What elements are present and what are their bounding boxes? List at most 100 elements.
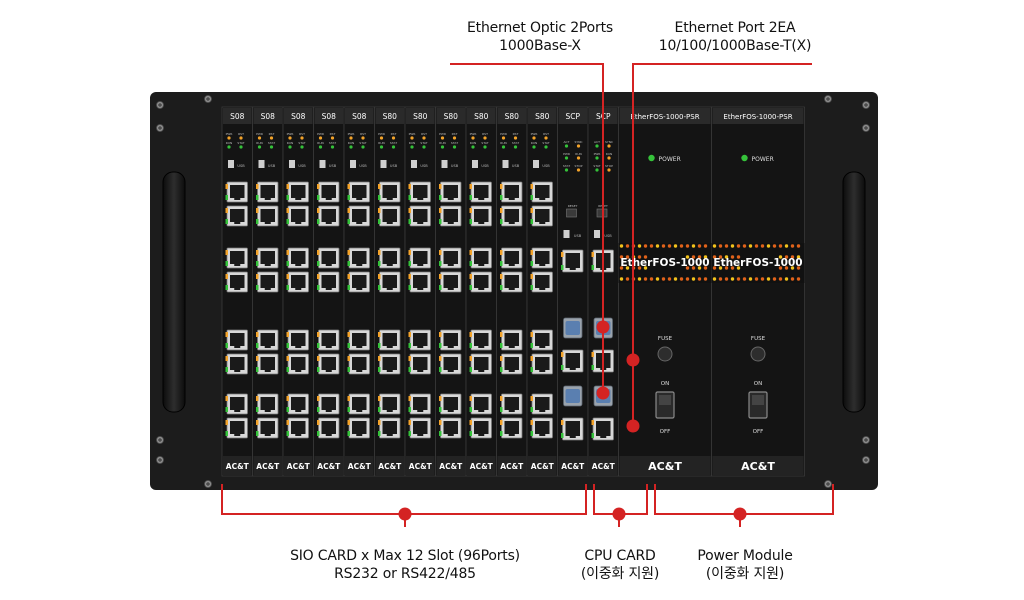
led-label: STAT (512, 141, 519, 145)
usb-label: USB (451, 164, 459, 168)
rj45-port (225, 205, 248, 227)
led-label: STAT (359, 141, 366, 145)
callout-dot (398, 507, 412, 521)
led-label: RST (543, 132, 549, 136)
rj45-port (256, 271, 279, 293)
rj45-port (286, 329, 309, 351)
slot-label: S80 (535, 112, 550, 121)
rj45-port (347, 329, 370, 351)
status-led (379, 145, 384, 149)
rj45-port (439, 271, 462, 293)
led-label: PWR (317, 132, 324, 136)
usb-port (289, 160, 295, 168)
usb-port (350, 160, 356, 168)
rj45-port (530, 393, 553, 415)
status-led (300, 145, 304, 149)
brand-logo: AC&T (741, 460, 775, 473)
status-led (607, 168, 611, 172)
rj45-port (378, 247, 401, 269)
rj45-port (500, 393, 523, 415)
led-label: STAT (329, 141, 336, 145)
slot-label: S80 (474, 112, 489, 121)
fuse-holder (657, 346, 673, 362)
usb-label: USB (329, 164, 337, 168)
leader-line (632, 63, 812, 360)
screw (824, 479, 833, 488)
cpu-callout-line2: (이중화 지원) (580, 566, 660, 582)
usb-port (502, 160, 509, 168)
led-label: RST (421, 132, 427, 136)
fuse-label: FUSE (751, 336, 766, 342)
rj45-port (408, 353, 431, 375)
led-label: RST (238, 132, 244, 136)
brand-logo: AC&T (648, 460, 682, 473)
brand-logo: AC&T (317, 462, 341, 471)
rj45-port (408, 247, 431, 269)
led-label: RUN (439, 141, 446, 145)
rj45-port (286, 271, 309, 293)
led-label: RUN (226, 141, 233, 145)
brand-logo: AC&T (470, 462, 494, 471)
status-led (513, 145, 518, 149)
rj45-port (347, 353, 370, 375)
led-label: RST (299, 132, 305, 136)
rj45-port (408, 417, 431, 439)
product-banner: EtherFOS-1000 (711, 243, 805, 283)
rj45-port (469, 417, 492, 439)
led-label: RUN (500, 141, 507, 145)
usb-port (319, 160, 326, 168)
status-led (257, 136, 262, 140)
led-label: PWR (439, 132, 446, 136)
rj45-port (469, 271, 492, 293)
status-led (564, 144, 569, 148)
brand-logo: AC&T (256, 462, 280, 471)
rj45-port (317, 271, 340, 293)
rj45-port (378, 271, 401, 293)
rj45-port (256, 205, 279, 227)
rj45-port (347, 393, 370, 415)
screw (155, 435, 164, 444)
status-led (349, 145, 353, 149)
screw (155, 124, 164, 133)
usb-label: USB (512, 164, 520, 168)
usb-port (380, 160, 387, 168)
screw (203, 479, 212, 488)
screw (862, 124, 871, 133)
status-led (576, 156, 581, 160)
led-label: PWR (409, 132, 416, 136)
led-label: RUN (409, 141, 416, 145)
status-led (607, 156, 611, 160)
usb-label: USB (542, 164, 550, 168)
rj45-port (530, 417, 553, 439)
led-label: STAT (451, 141, 458, 145)
status-led (513, 136, 518, 140)
led-label: STOP (605, 164, 613, 168)
led-label: PWR (256, 132, 263, 136)
led-label: ACT (594, 140, 600, 144)
status-led (269, 145, 274, 149)
rj45-port (225, 329, 248, 351)
led-label: ACT (564, 140, 570, 144)
optic-callout-line2: 1000Base-X (499, 38, 581, 54)
status-led (269, 136, 274, 140)
brand-logo: AC&T (409, 462, 433, 471)
led-label: RST (513, 132, 519, 136)
rj45-port (439, 417, 462, 439)
rj45-port (378, 181, 401, 203)
brand-logo: AC&T (500, 462, 524, 471)
slot-label: S08 (291, 112, 306, 121)
led-label: RST (391, 132, 397, 136)
led-label: RUN (606, 152, 613, 156)
reset-button (566, 208, 577, 218)
status-led (595, 156, 599, 160)
status-led (391, 145, 396, 149)
rj45-port (225, 181, 248, 203)
brand-logo: AC&T (348, 462, 372, 471)
led-label: RUN (287, 141, 294, 145)
callout-dot (596, 386, 610, 400)
rj45-port (439, 353, 462, 375)
callout-dot (612, 507, 626, 521)
